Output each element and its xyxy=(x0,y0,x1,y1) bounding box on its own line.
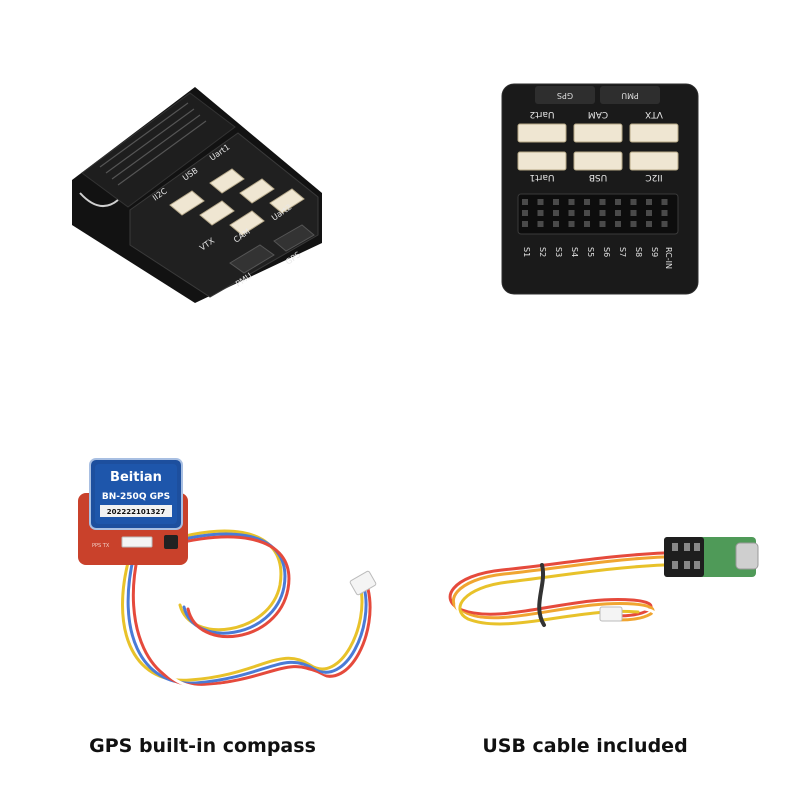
header-pin xyxy=(646,210,652,216)
header-pin xyxy=(615,199,621,205)
header-pin xyxy=(537,221,544,227)
header-pin xyxy=(646,221,652,227)
header-pin xyxy=(599,210,606,216)
flight-controller-angled-photo: Uart1 USB II2C Uart2 CAM VTX GPS PMU xyxy=(72,87,322,303)
port-label-uart1-bottom: Uart1 xyxy=(529,172,554,182)
gps-module-photo: Beitian BN-250Q GPS 202222101327 PPS TX xyxy=(78,458,377,689)
header-pin xyxy=(553,199,559,205)
usb-cable-photo xyxy=(448,537,759,627)
header-pin xyxy=(522,210,528,216)
usb-c-port-icon xyxy=(735,542,759,570)
gps-model: BN-250Q GPS xyxy=(102,492,170,502)
header-pin xyxy=(584,199,590,205)
header-pin xyxy=(646,199,652,205)
header-pin xyxy=(537,199,544,205)
header-pin xyxy=(615,210,621,216)
flight-controller-top-photo: GPS PMU Uart2 CAM VTX Uart1 USB II2C S1 … xyxy=(501,83,699,295)
gps-brand: Beitian xyxy=(110,470,162,485)
header-pin xyxy=(630,199,637,205)
header-pin xyxy=(599,199,606,205)
gps-connector xyxy=(121,536,153,548)
header-pin xyxy=(568,221,575,227)
port-label-vtx-top: VTX xyxy=(645,109,663,119)
gps-board-mark: PPS TX xyxy=(92,543,110,549)
header-pin xyxy=(661,221,668,227)
pin-label-s9: S9 xyxy=(650,247,659,257)
port-label-i2c-bottom: II2C xyxy=(645,172,662,182)
header-pin xyxy=(522,221,528,227)
header-pin xyxy=(568,210,575,216)
header-pin xyxy=(630,221,637,227)
pin-label-s3: S3 xyxy=(554,247,563,257)
brand-logo-icon xyxy=(79,192,119,208)
header-pin xyxy=(661,199,668,205)
pin-label-s1: S1 xyxy=(522,247,531,257)
header-pin xyxy=(553,221,559,227)
header-pin xyxy=(630,210,637,216)
header-label-gps: GPS xyxy=(557,91,573,100)
header-pin xyxy=(553,210,559,216)
pin-label-rc-in: RC-IN xyxy=(664,247,673,269)
header-pin xyxy=(661,210,668,216)
header-pin xyxy=(568,199,575,205)
header-pin xyxy=(615,221,621,227)
header-pin xyxy=(599,221,606,227)
gps-button xyxy=(164,535,178,549)
caption-gps-compass: GPS built-in compass xyxy=(89,735,316,757)
pin-label-s2: S2 xyxy=(538,247,547,257)
pin-label-s7: S7 xyxy=(618,247,627,257)
pin-label-s8: S8 xyxy=(634,247,643,257)
header-pin xyxy=(537,210,544,216)
port-label-uart2-top: Uart2 xyxy=(529,109,554,119)
gps-serial: 202222101327 xyxy=(107,508,166,516)
caption-usb-cable: USB cable included xyxy=(482,735,688,757)
header-pin xyxy=(584,210,590,216)
port-label-usb-bottom: USB xyxy=(589,172,607,182)
cable-connector xyxy=(599,606,623,622)
header-pin xyxy=(584,221,590,227)
pin-label-s4: S4 xyxy=(570,247,579,257)
pin-label-s6: S6 xyxy=(602,247,611,257)
port-label-cam-top: CAM xyxy=(588,109,608,119)
pin-label-s5: S5 xyxy=(586,247,595,257)
header-pin xyxy=(522,199,528,205)
header-label-pmu: PMU xyxy=(621,91,639,100)
